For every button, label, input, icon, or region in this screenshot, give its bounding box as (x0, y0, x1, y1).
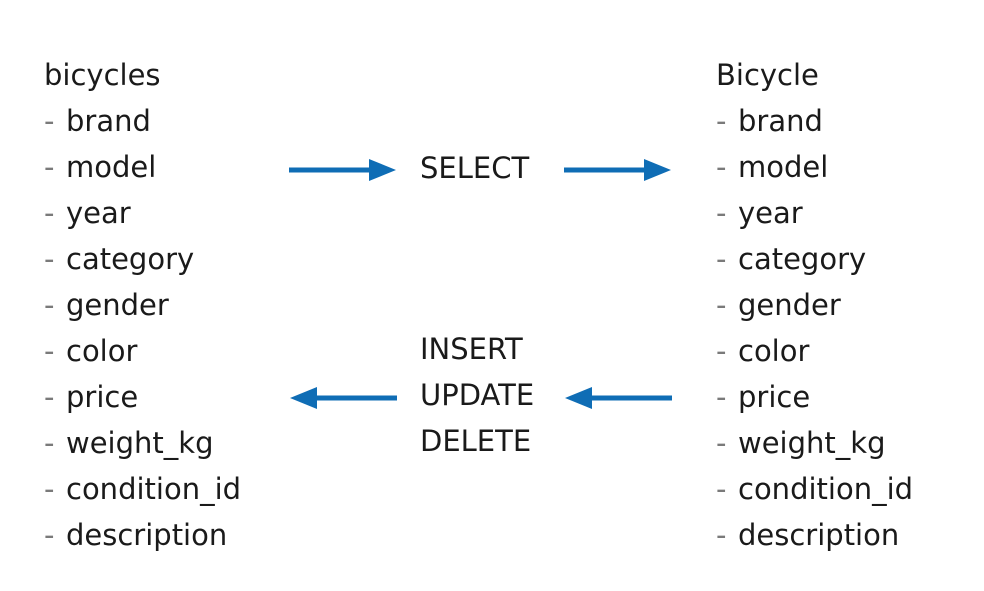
table-title: bicycles (44, 58, 161, 92)
field-item: -year (44, 190, 241, 236)
field-item: -weight_kg (44, 420, 241, 466)
arrow-head (290, 387, 317, 409)
bullet-dash: - (716, 242, 727, 276)
field-item: -gender (44, 282, 241, 328)
field-label: price (66, 380, 139, 414)
update-label: UPDATE (420, 378, 535, 412)
field-item: -condition_id (44, 466, 241, 512)
bullet-dash: - (44, 104, 55, 138)
class-bicycle: Bicycle -brand -model -year -category -g… (716, 52, 913, 558)
bullet-dash: - (44, 334, 55, 368)
field-item: -category (716, 236, 913, 282)
field-item: -description (716, 512, 913, 558)
field-label: gender (66, 288, 169, 322)
field-label: model (66, 150, 157, 184)
field-item: -condition_id (716, 466, 913, 512)
field-label: brand (738, 104, 823, 138)
field-item: -price (44, 374, 241, 420)
bullet-dash: - (44, 196, 55, 230)
class-title: Bicycle (716, 58, 819, 92)
field-item: -description (44, 512, 241, 558)
field-label: weight_kg (738, 426, 886, 460)
class-field-list: -brand -model -year -category -gender -c… (716, 98, 913, 558)
select-label: SELECT (420, 151, 530, 185)
field-item: -category (44, 236, 241, 282)
field-label: category (66, 242, 195, 276)
field-label: condition_id (738, 472, 914, 506)
field-item: -model (44, 144, 241, 190)
arrow-right-icon (564, 159, 671, 181)
write-operations: INSERT UPDATE DELETE (420, 326, 534, 464)
field-label: color (66, 334, 138, 368)
arrow-head (644, 159, 671, 181)
bullet-dash: - (716, 288, 727, 322)
arrow-right-icon (289, 159, 396, 181)
field-item: -brand (716, 98, 913, 144)
field-label: year (738, 196, 803, 230)
field-item: -color (716, 328, 913, 374)
field-item: -weight_kg (716, 420, 913, 466)
field-item: -color (44, 328, 241, 374)
bullet-dash: - (716, 150, 727, 184)
bullet-dash: - (716, 380, 727, 414)
field-item: -year (716, 190, 913, 236)
field-label: gender (738, 288, 841, 322)
arrow-head (565, 387, 592, 409)
read-operation: SELECT (420, 145, 529, 191)
arrow-left-icon (565, 387, 672, 409)
bullet-dash: - (44, 242, 55, 276)
field-label: model (738, 150, 829, 184)
field-item: -model (716, 144, 913, 190)
field-label: weight_kg (66, 426, 214, 460)
bullet-dash: - (44, 288, 55, 322)
arrow-left-icon (290, 387, 397, 409)
field-label: brand (66, 104, 151, 138)
insert-label: INSERT (420, 332, 523, 366)
bullet-dash: - (716, 472, 727, 506)
field-label: color (738, 334, 810, 368)
field-item: -gender (716, 282, 913, 328)
field-item: -price (716, 374, 913, 420)
arrow-head (369, 159, 396, 181)
table-field-list: -brand -model -year -category -gender -c… (44, 98, 241, 558)
table-bicycles: bicycles -brand -model -year -category -… (44, 52, 241, 558)
delete-label: DELETE (420, 424, 532, 458)
field-label: price (738, 380, 811, 414)
bullet-dash: - (44, 426, 55, 460)
bullet-dash: - (716, 104, 727, 138)
bullet-dash: - (716, 426, 727, 460)
bullet-dash: - (44, 518, 55, 552)
field-label: category (738, 242, 867, 276)
bullet-dash: - (716, 518, 727, 552)
bullet-dash: - (716, 196, 727, 230)
field-label: description (66, 518, 228, 552)
field-label: condition_id (66, 472, 242, 506)
bullet-dash: - (44, 150, 55, 184)
bullet-dash: - (716, 334, 727, 368)
bullet-dash: - (44, 380, 55, 414)
field-label: year (66, 196, 131, 230)
field-label: description (738, 518, 900, 552)
bullet-dash: - (44, 472, 55, 506)
field-item: -brand (44, 98, 241, 144)
